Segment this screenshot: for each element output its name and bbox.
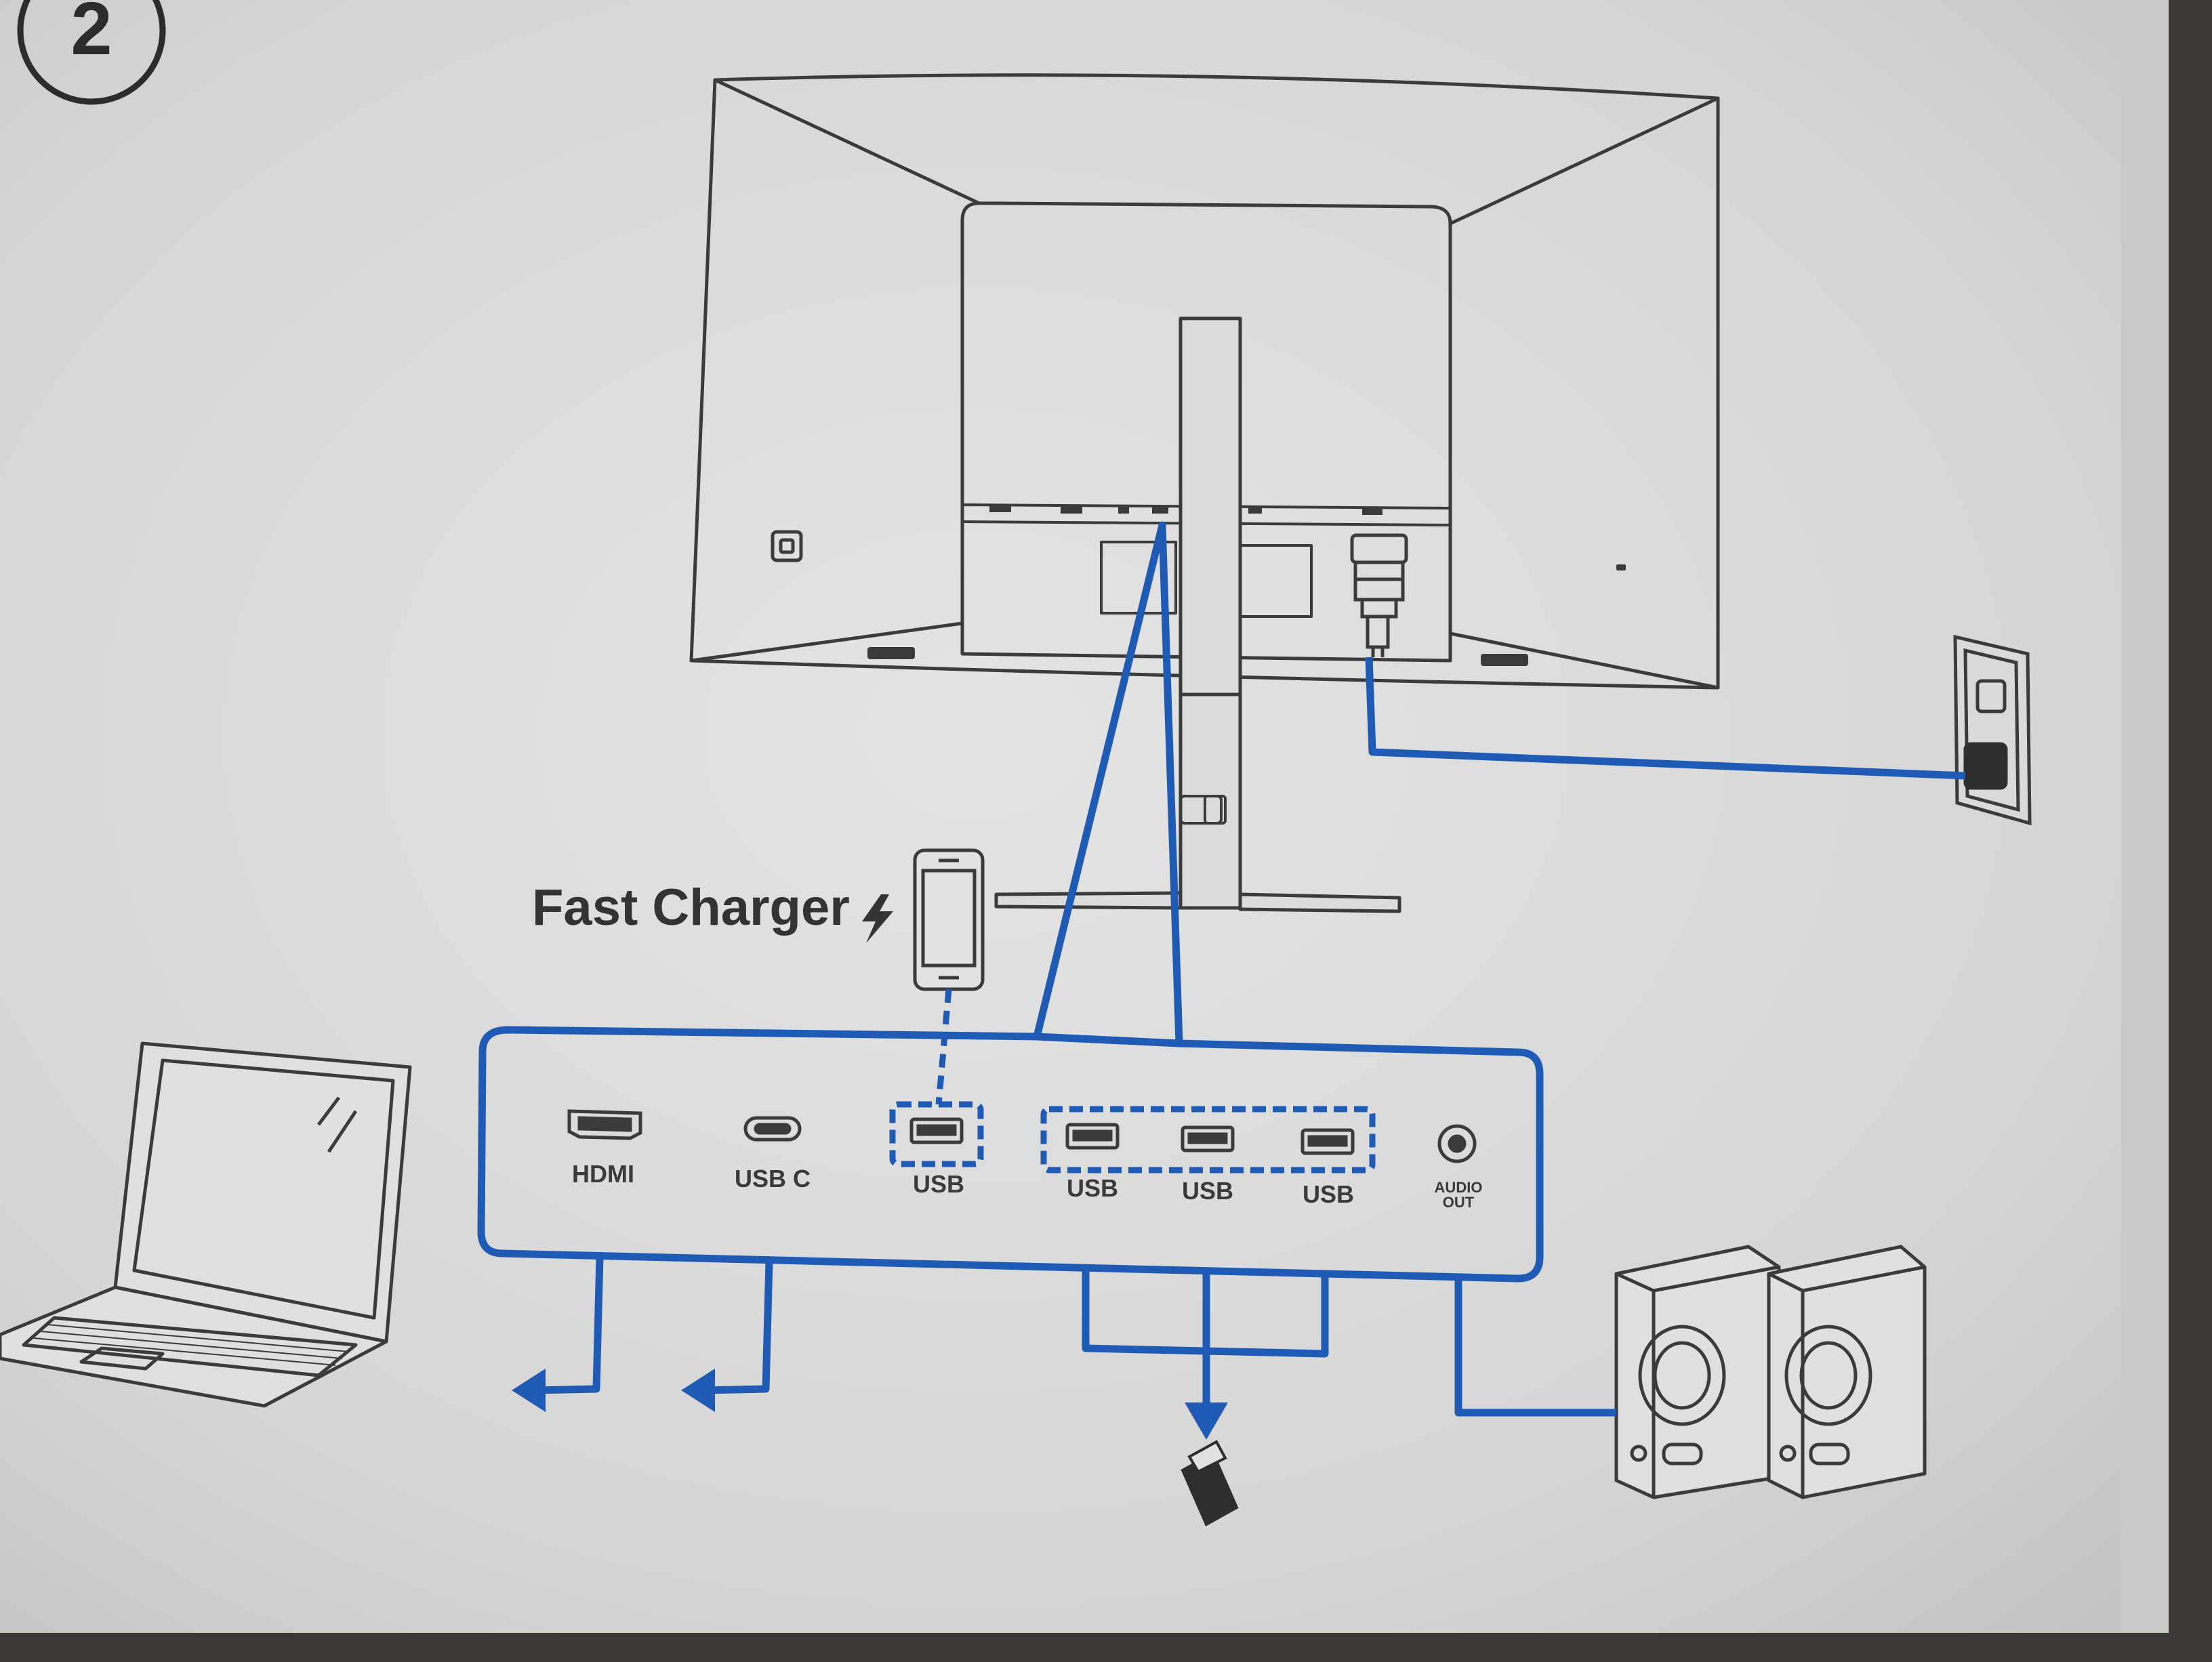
speakers-icon xyxy=(1614,1245,1927,1499)
port-label-audio-line1: AUDIO xyxy=(1435,1179,1483,1196)
paper-right-edge xyxy=(2121,0,2169,1633)
connection-lines xyxy=(535,1256,1616,1417)
usb-charge-highlight xyxy=(889,1101,984,1167)
lightning-icon xyxy=(862,894,893,943)
port-panel xyxy=(477,1026,1544,1283)
usb-hub-highlight xyxy=(1040,1106,1376,1173)
usb-port-icon-2 xyxy=(1181,1125,1235,1152)
laptop-icon xyxy=(0,1041,412,1408)
callout-lines xyxy=(1033,521,1183,1044)
usb-port-icon-charge xyxy=(909,1117,964,1144)
port-label-usb-1: USB xyxy=(1067,1174,1118,1202)
arrowheads xyxy=(512,1369,1228,1440)
step-number-circle: 2 xyxy=(17,0,166,105)
usb-c-port-icon xyxy=(743,1116,802,1142)
hdmi-port-icon xyxy=(567,1109,642,1140)
wall-outlet-icon xyxy=(1953,634,2032,826)
port-label-hdmi: HDMI xyxy=(572,1160,634,1188)
usb-c-line xyxy=(704,1261,773,1394)
port-label-usb-3: USB xyxy=(1303,1180,1354,1208)
audio-line xyxy=(1454,1279,1616,1417)
phone-to-usb-dashed xyxy=(935,989,952,1105)
usb-port-icon-3 xyxy=(1300,1128,1355,1155)
power-cable xyxy=(1365,657,1966,780)
port-label-usb-charge: USB xyxy=(913,1170,964,1198)
smartphone-icon xyxy=(913,848,985,991)
stand-neck xyxy=(1179,316,1242,910)
hdmi-arrowhead xyxy=(512,1369,546,1412)
port-label-usb-2: USB xyxy=(1182,1177,1233,1205)
monitor-rear-view xyxy=(689,73,1720,913)
usb-flash-drive-icon xyxy=(1181,1440,1239,1526)
usb-hub-arrowhead xyxy=(1185,1403,1228,1440)
port-label-audio-line2: OUT xyxy=(1443,1194,1475,1211)
step-number: 2 xyxy=(70,0,112,70)
fast-charger-label: Fast Charger xyxy=(532,879,850,936)
audio-jack-icon xyxy=(1437,1124,1477,1163)
usb-port-icon-1 xyxy=(1065,1123,1120,1150)
laptop-keys xyxy=(33,1324,350,1366)
power-plug-icon xyxy=(1350,533,1408,657)
port-label-usb-c: USB C xyxy=(735,1165,811,1192)
hdmi-line xyxy=(535,1256,604,1394)
usb-c-arrowhead xyxy=(681,1369,715,1412)
